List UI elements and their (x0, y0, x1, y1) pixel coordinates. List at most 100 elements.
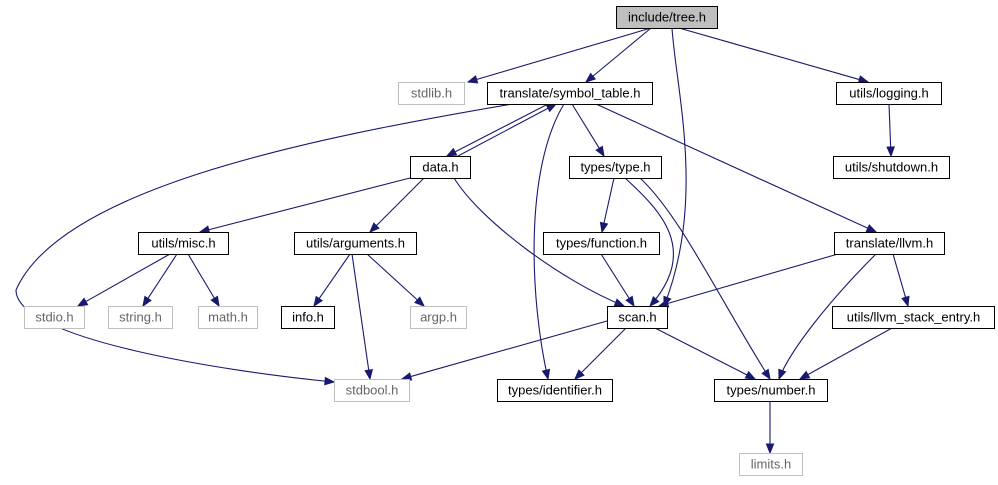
node-limits: limits.h (739, 453, 803, 476)
arrowhead (798, 370, 811, 380)
node-arguments[interactable]: utils/arguments.h (294, 232, 417, 255)
edge-symtab-to-data (445, 103, 549, 157)
edge-data-to-arguments (369, 177, 425, 233)
node-label: stdio.h (35, 309, 73, 324)
node-symtab[interactable]: translate/symbol_table.h (487, 82, 653, 105)
edge-llvm-to-number (778, 253, 877, 381)
edge-line (663, 27, 687, 307)
node-box (410, 156, 471, 179)
node-data[interactable]: data.h (410, 156, 471, 179)
arrowhead (313, 295, 323, 308)
edge-line (366, 253, 419, 302)
edge-symtab-to-stdbool (15, 103, 513, 386)
node-label: data.h (422, 159, 458, 174)
edge-data-to-scan (453, 177, 626, 307)
arrowhead (414, 296, 425, 307)
node-number[interactable]: types/number.h (714, 379, 828, 402)
node-function[interactable]: types/function.h (543, 232, 660, 255)
arrowhead (400, 372, 413, 381)
node-box (497, 379, 613, 402)
edge-line (351, 253, 370, 372)
arrowhead (613, 298, 626, 307)
node-label: utils/misc.h (151, 235, 215, 250)
edge-line (600, 253, 631, 300)
node-label: scan.h (618, 309, 656, 324)
node-box (334, 379, 410, 402)
node-stdlib: stdlib.h (398, 82, 465, 105)
node-box (398, 82, 465, 105)
node-box (410, 306, 467, 329)
edge-symtab-to-type (571, 103, 605, 158)
node-argp: argp.h (410, 306, 467, 329)
node-label: include/tree.h (628, 9, 706, 24)
edge-line (475, 27, 652, 81)
edge-misc-to-math (187, 253, 220, 308)
edge-tree-to-logging (678, 27, 870, 84)
node-box (198, 306, 258, 329)
arrowhead (761, 368, 771, 381)
node-shutdown[interactable]: utils/shutdown.h (833, 156, 950, 179)
edges-layer (15, 27, 910, 455)
arrowhead (76, 297, 89, 307)
edge-line (591, 27, 652, 78)
node-label: utils/shutdown.h (845, 159, 938, 174)
node-box (108, 306, 173, 329)
node-box (739, 453, 803, 476)
edge-line (603, 177, 615, 225)
node-label: utils/arguments.h (306, 235, 405, 250)
edge-line (533, 103, 565, 380)
node-string: string.h (108, 306, 173, 329)
edge-misc-to-stdio (76, 253, 171, 307)
node-label: string.h (119, 309, 162, 324)
node-label: translate/llvm.h (846, 235, 933, 250)
node-tree[interactable]: include/tree.h (616, 6, 718, 29)
node-info[interactable]: info.h (281, 306, 335, 329)
node-box (487, 82, 653, 105)
node-label: types/number.h (727, 382, 816, 397)
node-stdbool: stdbool.h (334, 379, 410, 402)
edge-line (457, 107, 550, 157)
edge-arguments-to-info (313, 253, 351, 308)
edge-llvm-to-stackentry (892, 253, 910, 308)
node-box (281, 306, 335, 329)
nodes-layer: include/tree.h stdlib.h translate/symbol_t… (24, 6, 995, 476)
arrowhead (886, 146, 895, 158)
arrowhead (901, 295, 910, 308)
node-identifier[interactable]: types/identifier.h (497, 379, 613, 402)
edge-line (580, 327, 627, 374)
edge-line (678, 27, 861, 81)
arrowhead (744, 370, 757, 380)
edge-line (888, 103, 892, 149)
node-label: utils/llvm_stack_entry.h (847, 309, 980, 324)
node-box (834, 232, 945, 255)
node-llvm[interactable]: translate/llvm.h (834, 232, 945, 255)
edge-scan-to-identifier (574, 327, 627, 380)
edge-function-to-scan (600, 253, 635, 308)
node-label: stdbool.h (346, 382, 399, 397)
arrowhead (595, 145, 605, 158)
arrowhead (584, 72, 597, 83)
node-stdio: stdio.h (24, 306, 85, 329)
arrowhead (541, 368, 551, 381)
node-box (607, 306, 668, 329)
node-stackentry[interactable]: utils/llvm_stack_entry.h (832, 306, 995, 329)
edge-line (654, 327, 749, 376)
edge-line (892, 253, 907, 299)
node-box (294, 232, 417, 255)
edge-data-to-misc (198, 177, 411, 234)
edge-line (207, 177, 411, 231)
node-logging[interactable]: utils/logging.h (836, 82, 942, 105)
edge-tree-to-scan (663, 27, 687, 308)
edge-arguments-to-argp (366, 253, 425, 307)
node-misc[interactable]: utils/misc.h (138, 232, 229, 255)
node-scan[interactable]: scan.h (607, 306, 668, 329)
arrowhead (364, 368, 373, 381)
edge-symtab-to-llvm (595, 103, 878, 233)
node-box (138, 232, 229, 255)
edge-scan-to-stdbool (400, 320, 608, 381)
node-label: info.h (292, 309, 324, 324)
node-type[interactable]: types/type.h (569, 156, 662, 179)
edge-line (187, 253, 216, 300)
arrowhead (778, 368, 787, 381)
